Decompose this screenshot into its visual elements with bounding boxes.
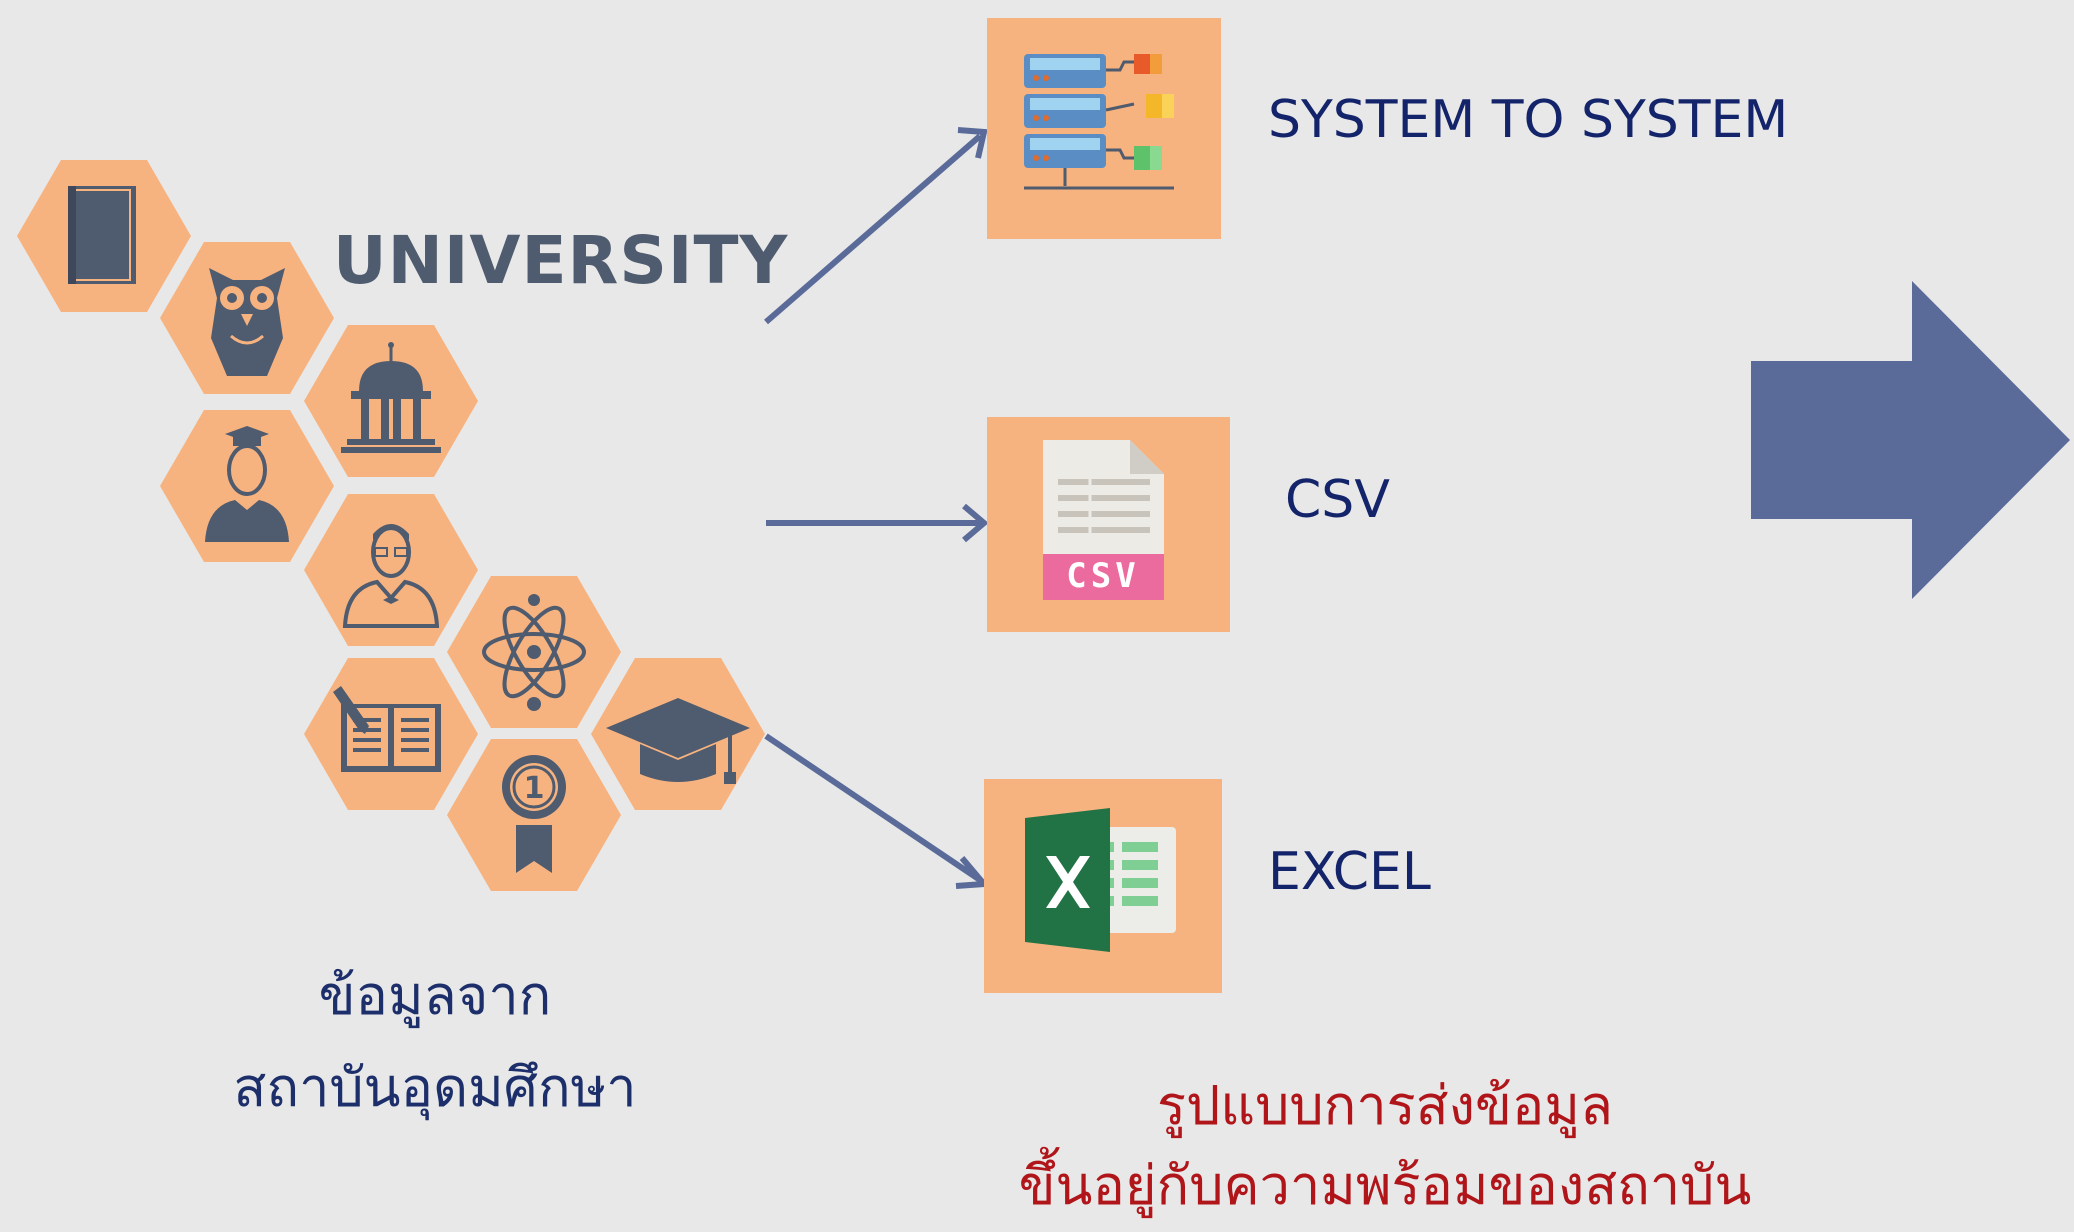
csv-label: CSV [1285,470,1390,530]
svg-text:1: 1 [524,771,545,806]
professor-icon [304,494,478,646]
submission-format-caption: รูปแบบการส่งข้อมูล ขึ้นอยู่กับความพร้อมข… [950,1066,1820,1226]
university-building-icon [304,325,478,477]
csv-badge [1043,554,1164,600]
server-network-icon [1024,54,1174,190]
excel-icon [1025,808,1176,952]
excel-label: EXCEL [1268,842,1431,902]
csv-file-icon [1043,440,1164,600]
arrow-to-system [764,127,988,325]
next-step-arrow [1751,281,2070,599]
owl-icon [160,242,334,394]
source-caption-line1: ข้อมูลจาก [318,964,552,1027]
medal-icon: 1 [447,739,621,891]
graduate-student-icon [160,410,334,562]
source-caption: ข้อมูลจาก สถาบันอุดมศึกษา [150,950,720,1134]
book-icon [17,160,191,312]
atom-icon [447,576,621,728]
submission-caption-line2: ขึ้นอยู่กับความพร้อมของสถาบัน [1018,1154,1752,1217]
source-caption-line2: สถาบันอุดมศึกษา [233,1056,637,1119]
graduation-cap-icon [591,658,765,810]
submission-caption-line1: รูปแบบการส่งข้อมูล [1156,1074,1614,1137]
csv-badge-label: CSV [1066,556,1140,596]
open-book-pencil-icon [304,658,478,810]
university-title: UNIVERSITY [333,222,789,299]
arrow-to-csv [766,503,989,543]
system-to-system-label: SYSTEM TO SYSTEM [1268,90,1789,150]
